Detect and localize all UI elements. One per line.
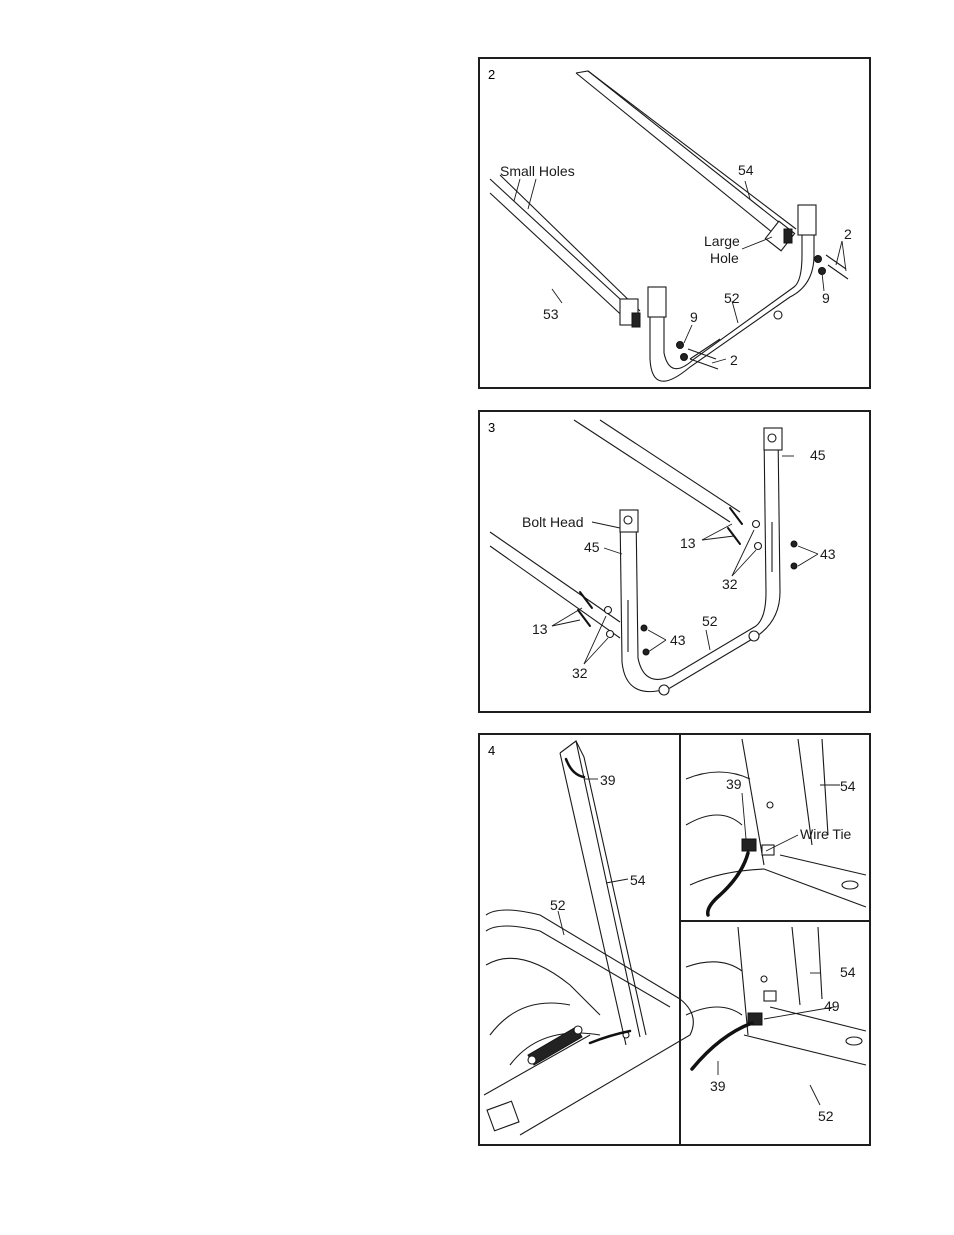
bolts-13 xyxy=(578,508,742,626)
label-45-right: 45 xyxy=(810,447,826,463)
inset-top-label-wire-tie: Wire Tie xyxy=(800,826,852,842)
hardware-right xyxy=(815,255,849,279)
label-9-left: 9 xyxy=(690,309,698,325)
inset-bottom-label-39: 39 xyxy=(710,1078,726,1094)
main-view xyxy=(484,741,693,1135)
label-small-holes: Small Holes xyxy=(500,163,575,179)
inset-top-label-54: 54 xyxy=(840,778,856,794)
figure-2-illustration: 2 xyxy=(480,59,869,387)
inset-bottom-label-54: 54 xyxy=(840,964,856,980)
figure-3-panel: 3 xyxy=(478,410,871,713)
label-9-right: 9 xyxy=(822,290,830,306)
label-hole: Hole xyxy=(710,250,739,266)
inset-bottom-label-49: 49 xyxy=(824,998,840,1014)
label-43-left: 43 xyxy=(670,632,686,648)
figure-3-number: 3 xyxy=(488,420,495,435)
label-52: 52 xyxy=(724,290,740,306)
label-32-right: 32 xyxy=(722,576,738,592)
label-54: 54 xyxy=(738,162,754,178)
label-13-left: 13 xyxy=(532,621,548,637)
main-label-39: 39 xyxy=(600,772,616,788)
figure-3-illustration: 3 xyxy=(480,412,869,711)
label-32-left: 32 xyxy=(572,665,588,681)
figure-4-illustration: 4 39 54 xyxy=(480,735,869,1144)
figure-2-panel: 2 xyxy=(478,57,871,389)
label-13-right: 13 xyxy=(680,535,696,551)
figure-4-number: 4 xyxy=(488,743,495,758)
label-2-left: 2 xyxy=(730,352,738,368)
main-label-54: 54 xyxy=(630,872,646,888)
figure-2-number: 2 xyxy=(488,67,495,82)
label-large: Large xyxy=(704,233,740,249)
label-53: 53 xyxy=(543,306,559,322)
main-label-52: 52 xyxy=(550,897,566,913)
inset-bottom-label-52: 52 xyxy=(818,1108,834,1124)
label-45-left: 45 xyxy=(584,539,600,555)
label-52: 52 xyxy=(702,613,718,629)
label-2-right: 2 xyxy=(844,226,852,242)
label-43-right: 43 xyxy=(820,546,836,562)
tube-54 xyxy=(576,71,796,251)
label-bolt-head: Bolt Head xyxy=(522,514,583,530)
figure-4-panel: 4 39 54 xyxy=(478,733,871,1146)
inset-top-label-39: 39 xyxy=(726,776,742,792)
tube-53 xyxy=(490,175,640,327)
